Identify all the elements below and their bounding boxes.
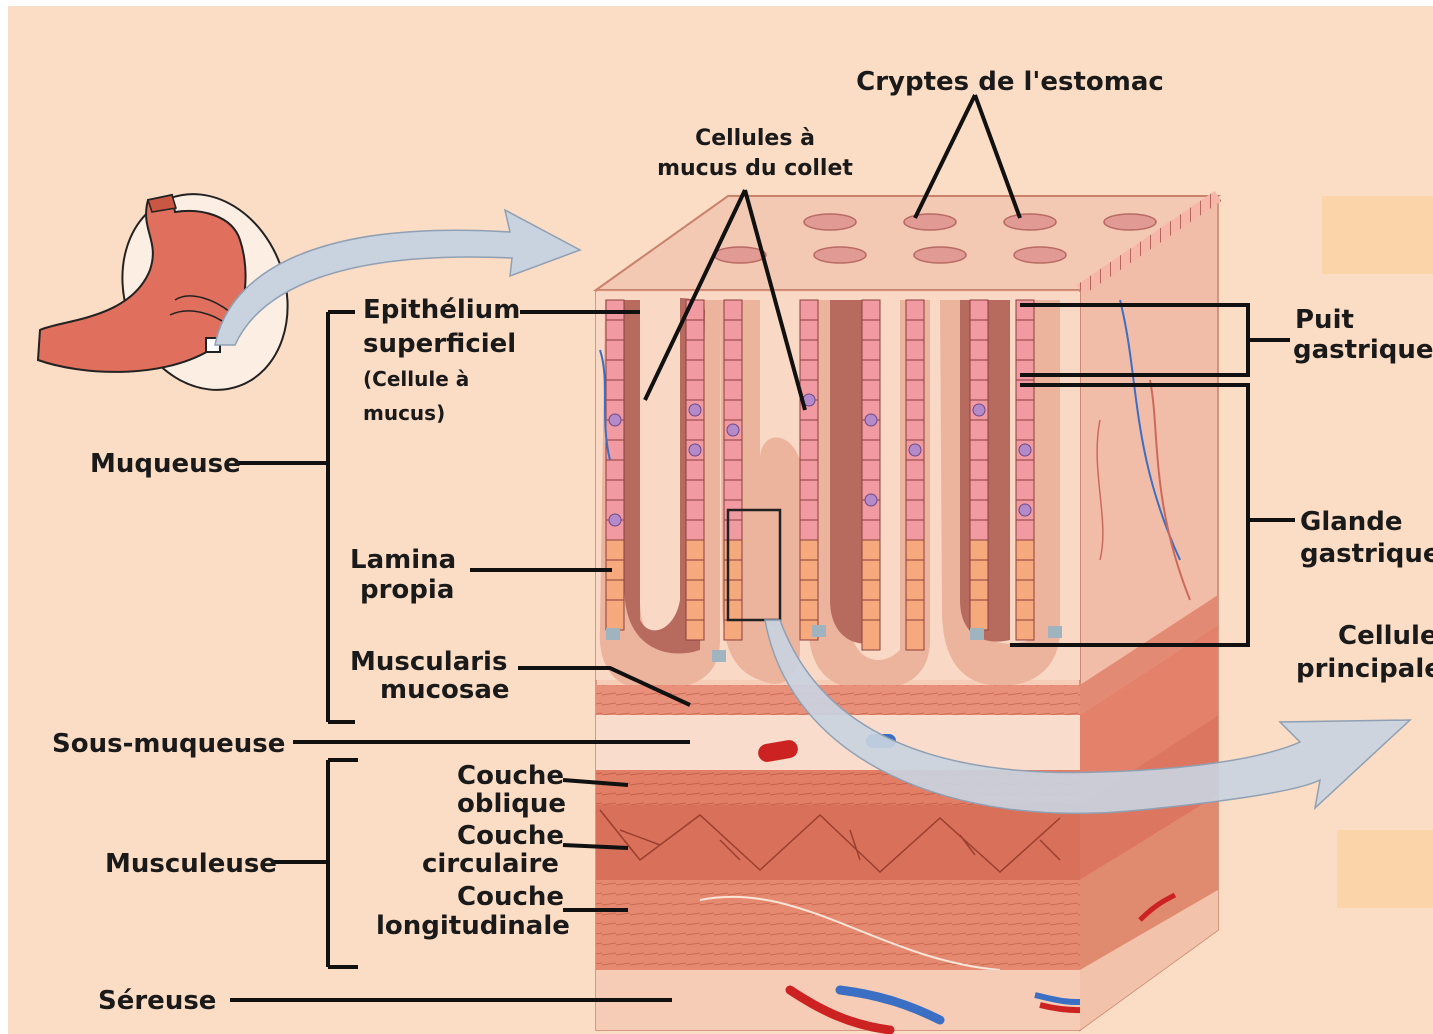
label-couche-longitudinale-1: Couche bbox=[457, 882, 564, 912]
label-lamina-2: propia bbox=[360, 575, 454, 605]
label-cellule-principale-1: Cellule bbox=[1338, 621, 1433, 651]
label-couche-longitudinale-2: longitudinale bbox=[376, 911, 570, 941]
circular-layer bbox=[596, 805, 1080, 880]
tissue-block bbox=[596, 196, 1218, 1030]
label-couche-circulaire-2: circulaire bbox=[422, 849, 559, 879]
label-musculeuse: Musculeuse bbox=[105, 849, 277, 879]
label-muscularis-1: Muscularis bbox=[350, 647, 507, 677]
label-sereuse: Séreuse bbox=[98, 986, 216, 1016]
label-epithelium-4: mucus) bbox=[363, 401, 445, 425]
label-lamina-1: Lamina bbox=[350, 545, 456, 575]
label-epithelium-3: (Cellule à bbox=[363, 367, 469, 391]
label-sous-muqueuse: Sous-muqueuse bbox=[52, 729, 285, 759]
label-couche-oblique-2: oblique bbox=[457, 789, 566, 819]
label-cryptes: Cryptes de l'estomac bbox=[856, 67, 1164, 97]
label-epithelium-2: superficiel bbox=[363, 329, 516, 359]
label-muscularis-2: mucosae bbox=[380, 675, 510, 705]
corner-patch-top bbox=[1322, 196, 1433, 274]
label-cellules-mucus-2: mucus du collet bbox=[657, 156, 853, 181]
label-cellule-principale-2: principale bbox=[1296, 654, 1433, 684]
label-glande-2: gastrique bbox=[1300, 539, 1433, 569]
label-puit-1: Puit bbox=[1295, 305, 1354, 335]
label-cellules-mucus-1: Cellules à bbox=[695, 126, 815, 151]
label-epithelium-1: Epithélium bbox=[363, 295, 520, 325]
label-puit-2: gastrique bbox=[1293, 335, 1433, 365]
label-glande-1: Glande bbox=[1300, 507, 1403, 537]
label-couche-oblique-1: Couche bbox=[457, 761, 564, 791]
label-muqueuse: Muqueuse bbox=[90, 449, 241, 479]
label-couche-circulaire-1: Couche bbox=[457, 821, 564, 851]
corner-patch-bottom bbox=[1337, 830, 1433, 908]
